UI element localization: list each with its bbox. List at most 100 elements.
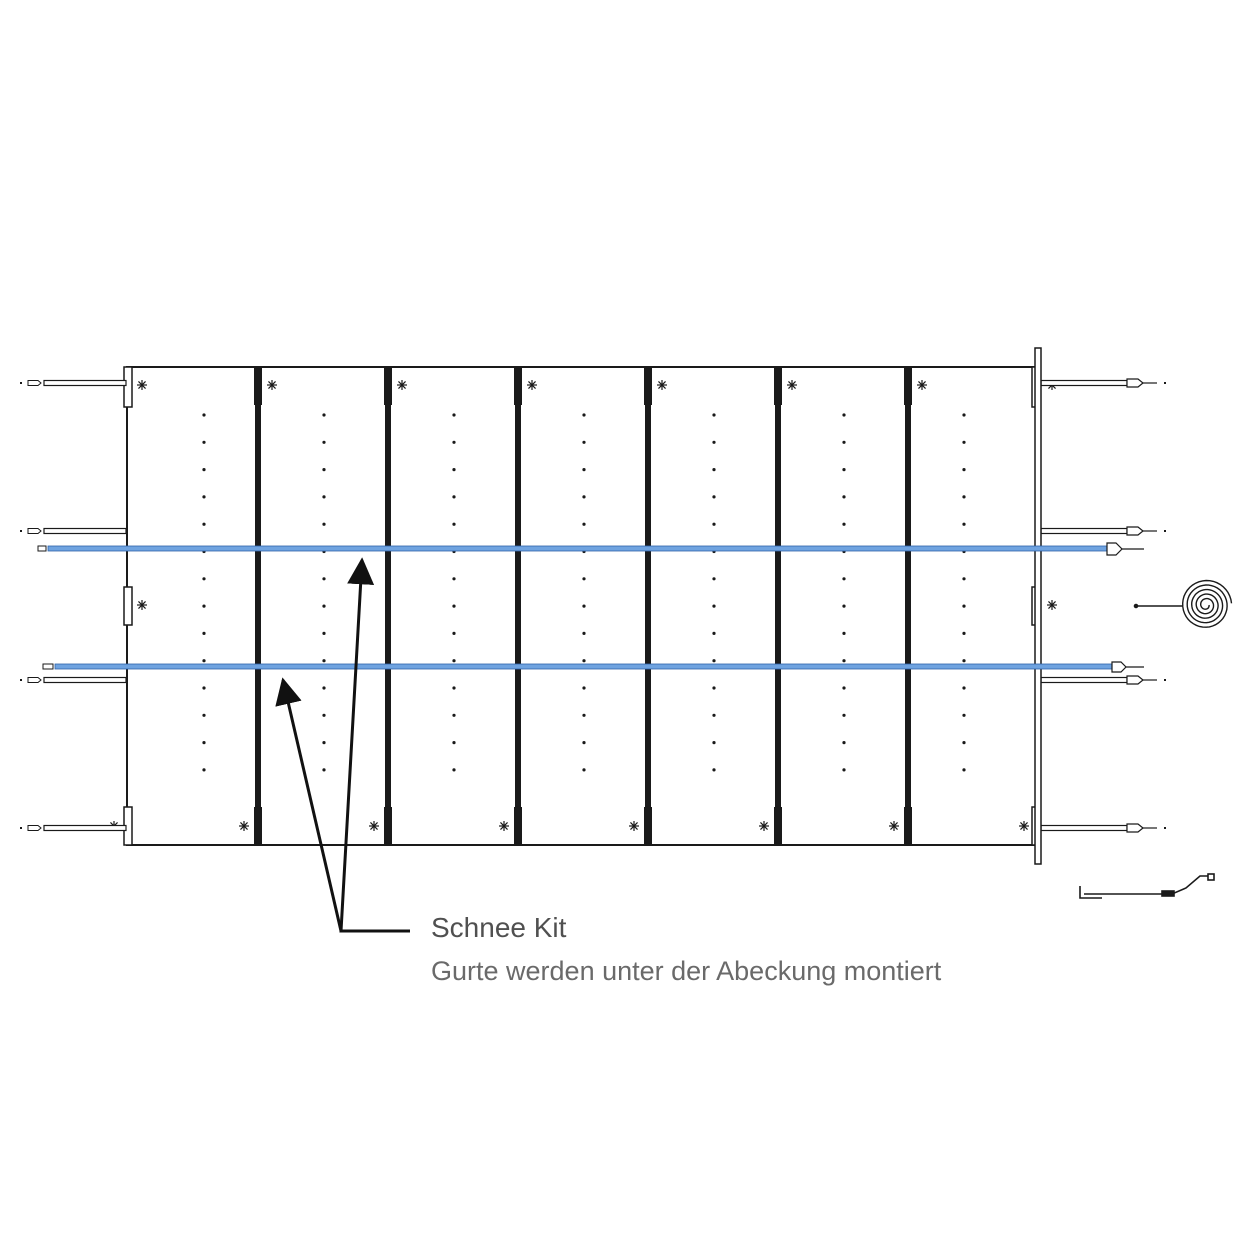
seam-dot — [712, 413, 716, 417]
seam-dot — [962, 577, 966, 581]
star-marker-icon — [267, 380, 277, 390]
star-marker-icon — [629, 821, 639, 831]
seam-dot — [962, 659, 966, 663]
seam-dot — [712, 686, 716, 690]
seam-dot — [322, 741, 326, 745]
seam-dot — [842, 768, 846, 772]
seam-dot — [322, 577, 326, 581]
seam-dot — [202, 495, 206, 499]
seam-dot — [202, 577, 206, 581]
seam-dot — [712, 577, 716, 581]
end-clip — [123, 586, 133, 626]
seam-dot — [582, 631, 586, 636]
crank-handle-icon — [1079, 873, 1215, 899]
anchor-strap — [43, 527, 127, 535]
seam-dot — [322, 495, 326, 499]
seam-dot — [322, 631, 326, 636]
seam-dot — [202, 604, 206, 608]
divider-clip — [254, 807, 262, 845]
strap-buckle-lower — [1111, 661, 1127, 673]
seam-dot — [582, 495, 586, 499]
seam-dot — [322, 768, 326, 772]
star-marker-icon — [787, 380, 797, 390]
divider-clip — [904, 367, 912, 405]
seam-dot — [452, 577, 456, 581]
seam-dot — [202, 631, 206, 636]
seam-dot — [452, 631, 456, 636]
seam-dot — [962, 768, 966, 772]
divider-clip — [644, 807, 652, 845]
seam-dot — [452, 659, 456, 663]
star-marker-icon — [1047, 600, 1057, 610]
seam-dot — [842, 604, 846, 608]
seam-dot — [962, 713, 966, 717]
anchor-strap — [1040, 379, 1128, 387]
divider-clip — [774, 367, 782, 405]
seam-dot — [202, 468, 206, 472]
seam-dot — [842, 495, 846, 499]
seam-dot — [712, 495, 716, 499]
anchor-strap — [43, 676, 127, 684]
anchor-strap — [1040, 527, 1128, 535]
seam-dot — [202, 522, 206, 526]
panel-divider — [645, 367, 651, 845]
divider-clip — [514, 367, 522, 405]
anchor-icon — [1126, 675, 1144, 685]
panel-divider — [255, 367, 261, 845]
divider-clip — [774, 807, 782, 845]
divider-clip — [384, 367, 392, 405]
seam-dot — [962, 413, 966, 417]
anchor-straps — [20, 378, 1166, 833]
seam-dot — [712, 631, 716, 636]
anchor-icon — [1126, 526, 1144, 536]
seam-dot — [962, 468, 966, 472]
seam-dot — [842, 659, 846, 663]
seam-dot — [322, 604, 326, 608]
seam-dot — [202, 659, 206, 663]
divider-clip — [904, 807, 912, 845]
seam-dot — [962, 686, 966, 690]
seam-dot — [582, 468, 586, 472]
seam-dot — [962, 440, 966, 444]
anchor-strap — [1040, 676, 1128, 684]
cover-outline — [126, 366, 1038, 846]
annotation-arrows — [275, 557, 410, 933]
seam-dot — [452, 604, 456, 608]
anchor-icon — [1126, 378, 1144, 388]
seam-dot — [842, 468, 846, 472]
anchor-strap — [43, 824, 127, 832]
annotation-subtitle: Gurte werden unter der Abeckung montiert — [431, 956, 942, 986]
divider-clip — [514, 807, 522, 845]
seam-dot — [582, 768, 586, 772]
end-clip — [123, 366, 133, 408]
seam-dot — [712, 713, 716, 717]
seam-dot — [712, 604, 716, 608]
star-marker-icon — [137, 380, 147, 390]
seam-dot — [842, 522, 846, 526]
seam-dot — [842, 631, 846, 636]
star-marker-icon — [917, 380, 927, 390]
star-marker-icon — [1019, 821, 1029, 831]
seam-dot — [582, 577, 586, 581]
seam-dot — [712, 659, 716, 663]
panel-divider — [775, 367, 781, 845]
seam-dot — [452, 440, 456, 444]
star-marker-icon — [239, 821, 249, 831]
panel-dividers — [123, 366, 1041, 846]
seam-dot — [712, 468, 716, 472]
seam-dot — [202, 713, 206, 717]
seam-dot — [842, 741, 846, 745]
anchor-strap — [43, 379, 127, 387]
seam-dot — [842, 577, 846, 581]
snow-kit-straps — [37, 542, 1144, 673]
star-marker-icon — [369, 821, 379, 831]
panel-divider — [905, 367, 911, 845]
panel-divider — [385, 367, 391, 845]
seam-dot — [582, 413, 586, 417]
seam-dot — [842, 440, 846, 444]
annotation-title: Schnee Kit — [431, 912, 567, 943]
seam-dot — [962, 604, 966, 608]
seam-dot — [322, 713, 326, 717]
seam-dot — [452, 686, 456, 690]
